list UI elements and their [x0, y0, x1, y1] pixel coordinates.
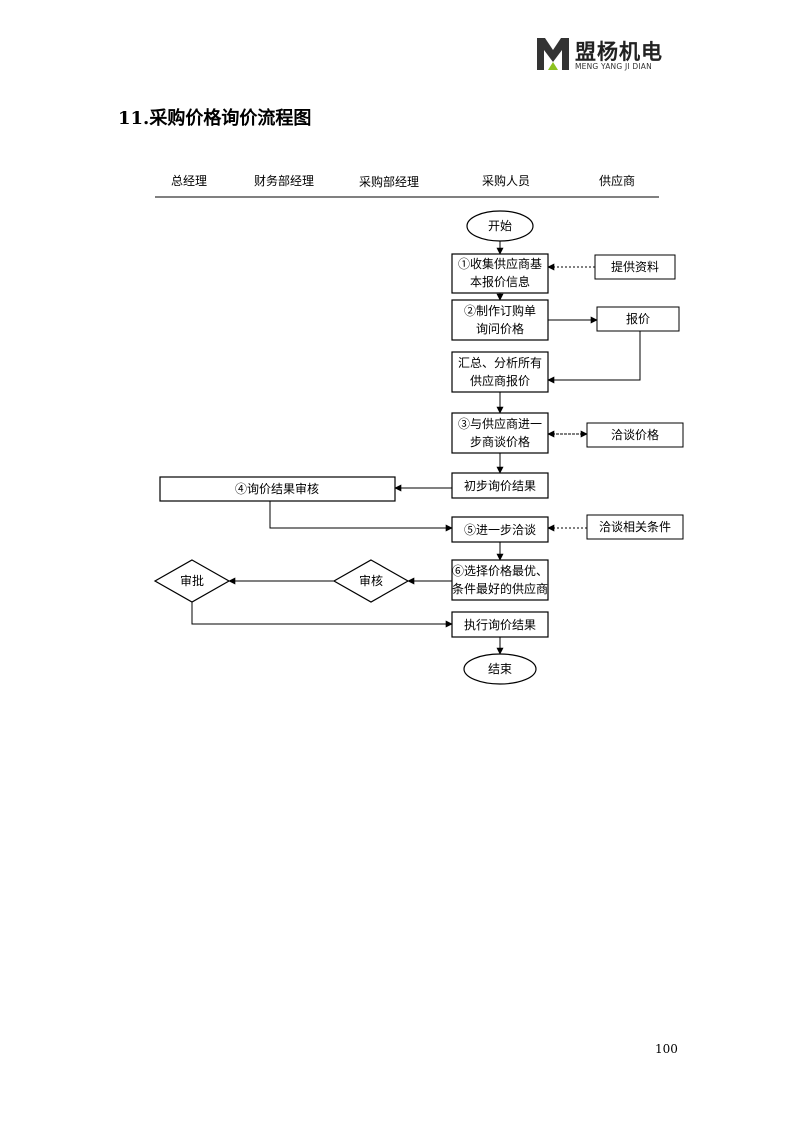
- lane-purchasing-manager: 采购部经理: [358, 175, 420, 189]
- order-label-line2: 询问价格: [475, 322, 525, 336]
- arrow-review-to-further: [269, 501, 453, 532]
- collect-label-line1: ①收集供应商基: [457, 257, 543, 271]
- lane-purchaser: 采购人员: [481, 174, 531, 188]
- negotiate-label: ③与供应商进一 步商谈价格: [458, 415, 542, 451]
- select-box: [451, 559, 549, 601]
- collect-box: [451, 253, 549, 294]
- order-box: [451, 299, 549, 341]
- quote-box: [596, 306, 680, 332]
- lane-general-manager: 总经理: [170, 174, 208, 188]
- supplier-terms-box: [586, 514, 684, 540]
- approve-label: 审批: [179, 574, 205, 588]
- execute-box: [451, 611, 549, 638]
- audit-label: 审核: [358, 574, 384, 588]
- select-label-line2: 条件最好的供应商: [451, 582, 549, 596]
- brand-logo-mark: [537, 38, 569, 70]
- arrow-approve-to-execute: [191, 602, 453, 628]
- select-label: ⑥选择价格最优、 条件最好的供应商: [452, 562, 548, 598]
- collect-label: ①收集供应商基 本报价信息: [458, 255, 542, 291]
- end-label: 结束: [487, 662, 513, 676]
- page-title: 11.采购价格询价流程图: [118, 108, 312, 129]
- further-negotiate-label: ⑤进一步洽谈: [463, 523, 537, 537]
- lane-finance-manager: 财务部经理: [253, 174, 315, 188]
- audit-diamond: [332, 559, 410, 603]
- negotiate-label-line2: 步商谈价格: [469, 435, 531, 449]
- brand-name-en: MENG YANG JI DIAN: [575, 62, 652, 71]
- brand-name-cn: 盟杨机电: [575, 40, 663, 64]
- quote-label: 报价: [625, 312, 651, 326]
- select-label-line1: ⑥选择价格最优、: [451, 564, 549, 578]
- start-label: 开始: [487, 219, 513, 233]
- summary-label-line1: 汇总、分析所有: [457, 356, 543, 370]
- initial-result-label: 初步询价结果: [463, 479, 537, 493]
- summary-label-line2: 供应商报价: [469, 374, 531, 388]
- order-label: ②制作订购单 询问价格: [464, 302, 536, 338]
- collect-label-line2: 本报价信息: [469, 275, 531, 289]
- review-label: ④询价结果审核: [234, 482, 320, 496]
- order-label-line1: ②制作订购单: [463, 304, 537, 318]
- arrow-quote-to-summary: [547, 331, 641, 384]
- provide-box: [594, 254, 676, 280]
- supplier-terms-label: 洽谈相关条件: [598, 520, 672, 534]
- lane-supplier: 供应商: [598, 174, 636, 188]
- provide-label: 提供资料: [610, 260, 660, 274]
- summary-label: 汇总、分析所有 供应商报价: [458, 354, 542, 390]
- execute-label: 执行询价结果: [463, 618, 537, 632]
- further-negotiate-box: [451, 516, 549, 543]
- page-number: 100: [655, 1042, 678, 1056]
- brand-logo: 盟杨机电 MENG YANG JI DIAN: [535, 36, 675, 76]
- supplier-negotiate-label: 洽谈价格: [610, 428, 660, 442]
- supplier-negotiate-box: [586, 422, 684, 448]
- negotiate-label-line1: ③与供应商进一: [457, 417, 543, 431]
